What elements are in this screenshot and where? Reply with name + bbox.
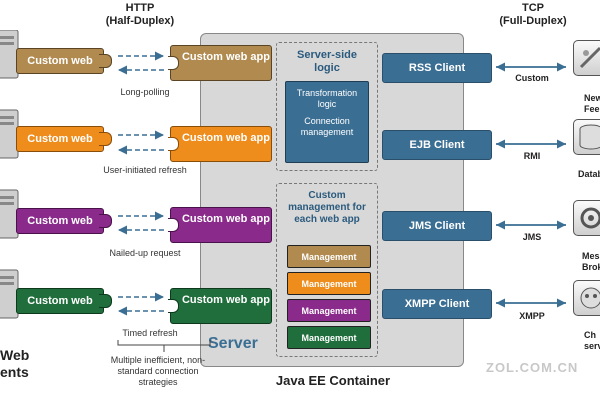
tcp-subtitle: (Full-Duplex) (499, 15, 567, 27)
custom-web-piece-3: Custom web (16, 208, 112, 234)
left-bottom-label-1: Web (0, 347, 30, 363)
management-brown: Management (287, 245, 371, 268)
protocol-xmpp: XMPP (519, 311, 545, 321)
custom-management-title: Custom management for each web app (288, 190, 366, 225)
jms-client: JMS Client (382, 211, 492, 241)
protocol-custom: Custom (515, 73, 549, 83)
server-side-logic-title: Server-side logic (297, 49, 357, 74)
transformation-logic-box: Transformation logic Connection manageme… (285, 81, 369, 163)
custom-web-label-4: Custom web (27, 295, 93, 307)
custom-web-app-piece-4: Custom web app (168, 288, 272, 324)
custom-web-piece-4: Custom web (16, 288, 112, 314)
custom-web-app-piece-1: Custom web app (168, 45, 272, 81)
news-feed-icon (573, 40, 600, 76)
message-broker-icon (573, 200, 600, 236)
chat-server-label: Ch serv (584, 330, 600, 351)
management-green: Management (287, 326, 371, 349)
tcp-title: TCP (522, 2, 544, 14)
strategy-user-initiated-refresh: User-initiated refresh (103, 165, 187, 175)
ejb-client: EJB Client (382, 130, 492, 160)
message-broker-label: Mess Brok (582, 251, 600, 272)
custom-web-app-label-4: Custom web app (181, 294, 270, 306)
java-ee-container-label: Java EE Container (275, 373, 391, 388)
strategy-nailed-up-request: Nailed-up request (109, 248, 181, 258)
custom-management-box: Custom management for each web app (276, 183, 378, 357)
client-computers-icon (0, 30, 19, 319)
watermark: ZOL.COM.CN (486, 360, 579, 375)
custom-web-app-piece-3: Custom web app (168, 207, 272, 243)
rss-client: RSS Client (382, 53, 492, 83)
custom-web-piece-2: Custom web (16, 126, 112, 152)
database-label: Datab (578, 169, 600, 179)
custom-web-app-label-2: Custom web app (181, 132, 270, 144)
database-icon (573, 119, 600, 155)
custom-web-app-label-3: Custom web app (181, 213, 270, 225)
strategy-long-polling: Long-polling (120, 87, 170, 97)
news-feed-label: New Fee (584, 93, 600, 114)
protocol-rmi: RMI (523, 151, 541, 161)
custom-web-label-1: Custom web (27, 55, 93, 67)
custom-web-label-3: Custom web (27, 215, 93, 227)
chat-server-icon (573, 280, 600, 316)
protocol-jms: JMS (522, 232, 542, 242)
http-title: HTTP (125, 2, 155, 14)
server-side-logic-box: Server-side logic Transformation logic C… (276, 42, 378, 171)
server-label: Server (208, 335, 258, 352)
connection-management-label: Connection management (300, 116, 354, 137)
custom-web-piece-1: Custom web (16, 48, 112, 74)
management-orange: Management (287, 272, 371, 295)
strategy-timed-refresh: Timed refresh (122, 328, 178, 338)
custom-web-app-piece-2: Custom web app (168, 126, 272, 162)
transformation-logic-label: Transformation logic (296, 88, 358, 109)
custom-web-app-label-1: Custom web app (181, 51, 270, 63)
left-bottom-label-2: ents (0, 364, 29, 380)
xmpp-client: XMPP Client (382, 289, 492, 319)
management-purple: Management (287, 299, 371, 322)
custom-web-label-2: Custom web (27, 133, 93, 145)
strategy-note: Multiple inefficient, non-standard conne… (110, 355, 206, 387)
http-subtitle: (Half-Duplex) (105, 15, 175, 27)
